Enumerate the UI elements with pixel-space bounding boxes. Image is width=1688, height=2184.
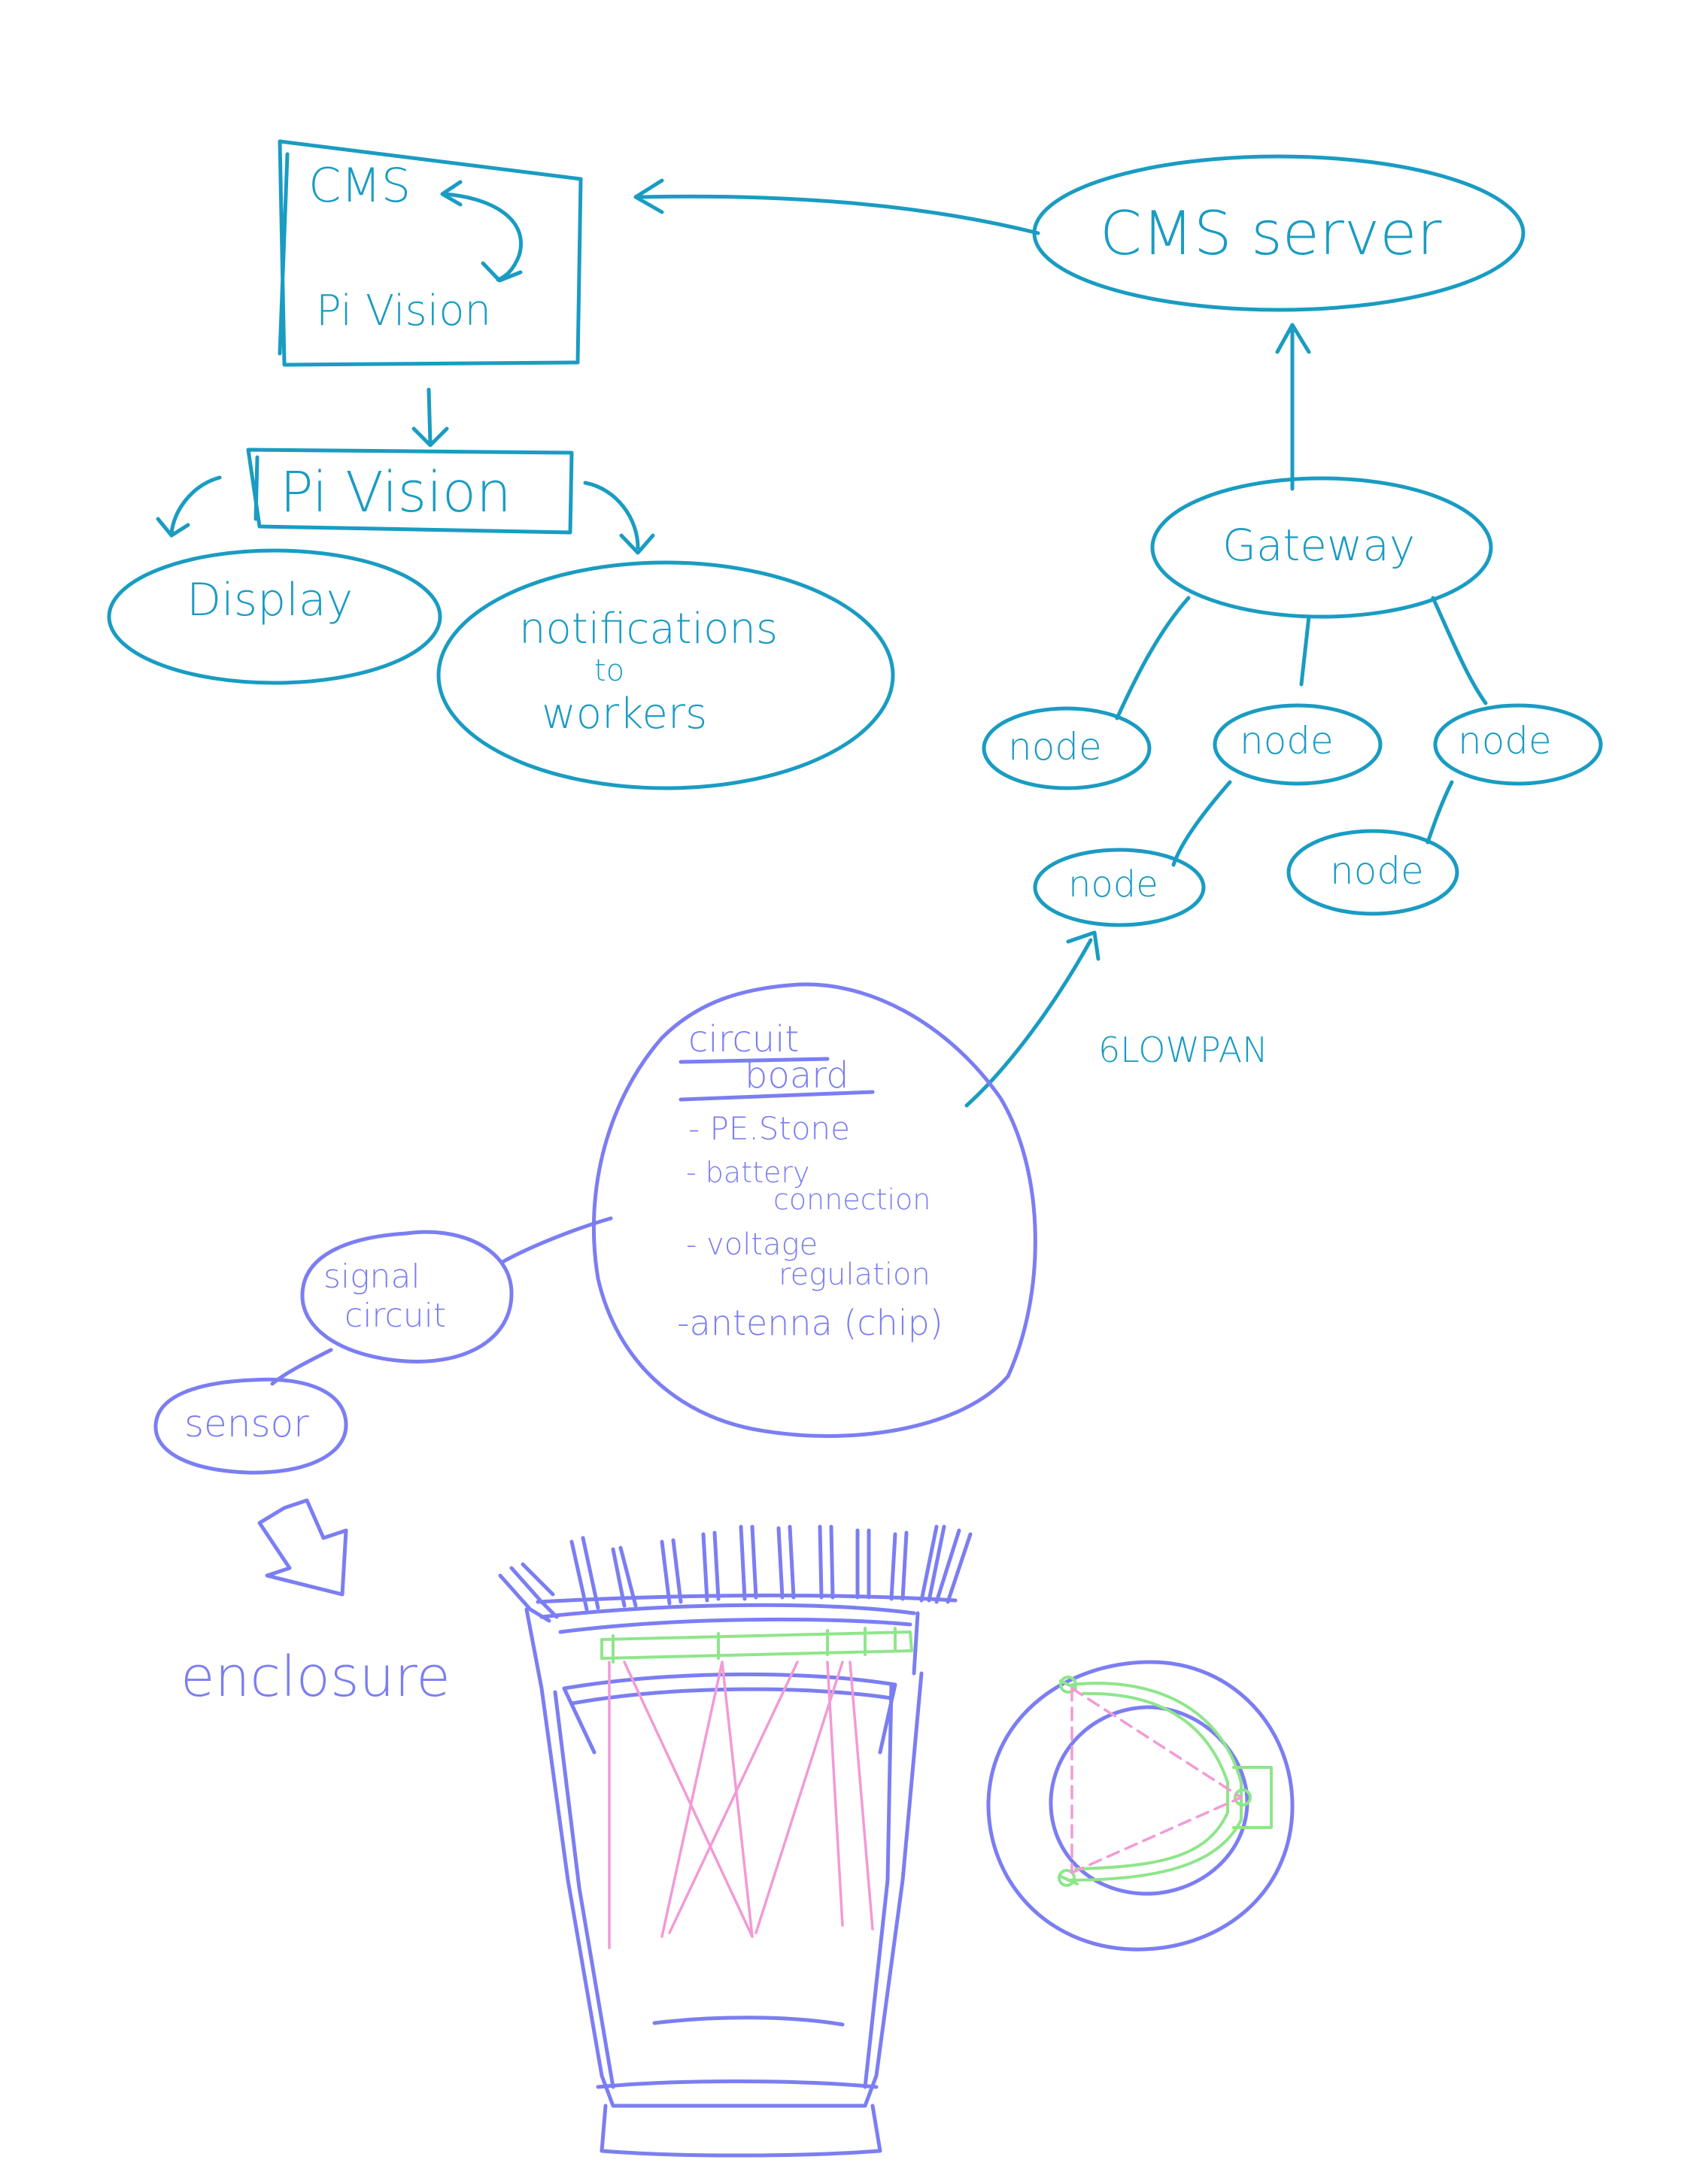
notifications-label-line3: workers [542,690,707,739]
node-2-label: node [1240,719,1334,763]
signal-label-line2: circuit [345,1297,446,1335]
trash-can-liner [562,1672,897,1755]
server-to-cms-arrow [633,178,1040,235]
gateway-ellipse [1150,476,1493,619]
circuit-title-underline2 [679,1090,875,1102]
notifications-label-line2: to [594,654,624,688]
circuit-item-1: - PE.Stone [688,1110,850,1147]
gateway-node: Gateway [1150,476,1493,619]
top-view-sensor-ring [1059,1679,1273,1885]
trash-can-base [596,2016,882,2158]
circuit-item-2-line1: - battery [686,1156,810,1189]
top-view-outer-circle [986,1660,1295,1952]
node-4-ellipse [1033,848,1206,927]
notifications-label-line1: notifications [519,605,778,654]
node-1-label: node [1008,725,1102,769]
circuit-title-underline1 [679,1057,830,1064]
cms-server-label: CMS server [1100,199,1441,268]
cms-server-ellipse [1032,154,1526,312]
gateway-label: Gateway [1222,520,1415,571]
cms-server-node: CMS server [1032,154,1526,312]
gateway-to-server-arrow [1275,323,1311,491]
signal-circuit-ellipse [300,1230,514,1363]
circuit-title-line1: circuit [688,1018,799,1060]
enclosure-arrow [257,1498,348,1597]
circuit-item-3-line2: regulation [779,1257,931,1292]
sensor-label: sensor [184,1402,309,1445]
sensor-ellipse [153,1377,348,1475]
node-1-ellipse [982,706,1152,790]
cms-loop-arrowhead-top [440,180,463,207]
circuit-item-4: -antenna (chip) [677,1303,943,1343]
trash-can-rim [524,1603,920,1691]
node-5-ellipse [1286,829,1459,916]
gateway-link-right [1431,596,1488,705]
display-label: Display [187,574,353,626]
trash-can-sensor-board [600,1627,913,1664]
cms-box-group: CMS Pi Vision [278,139,583,367]
node-1: node [982,706,1152,790]
node-3-label: node [1458,719,1552,763]
pi-vision-inner-label: Pi Vision [316,287,491,335]
notifications-ellipse [436,560,895,790]
node-2-ellipse [1213,703,1383,786]
node-4-label: node [1068,863,1158,905]
circuit-title-line2: board [745,1054,849,1097]
cms-loop-arrow [442,192,523,283]
pi-vision-box-label: Pi Vision [280,460,512,525]
signal-label-line1: signal [323,1257,420,1296]
node-3-ellipse [1433,703,1603,786]
signal-circuit-node: signal circuit [300,1230,514,1363]
enclosure-label: enclosure [181,1645,451,1709]
node-link-center-lower [1171,780,1232,867]
gateway-link-middle [1299,614,1311,687]
top-view-sensor-led-3 [1234,1788,1252,1806]
cms-to-pivision-arrow [411,387,449,447]
trash-can-fringe [498,1524,973,1623]
node-5-label: node [1330,849,1424,893]
pi-vision-box-group: Pi Vision [246,447,574,535]
top-view-inner-circle [1049,1705,1249,1896]
circuit-board-node: circuit board - PE.Stone - battery conne… [591,982,1037,1438]
cms-label: CMS [308,158,411,213]
trash-can-drawing [498,1524,973,2158]
cms-box [278,139,583,367]
pivision-to-display-arrow [156,475,222,538]
trash-can-body [539,1671,924,2108]
circuit-board-blob [591,982,1037,1438]
gateway-link-left [1115,596,1191,720]
node-4: node [1033,848,1206,927]
protocol-label: 6LOWPAN [1098,1030,1268,1070]
circuit-item-3-line1: - voltage [686,1227,818,1262]
display-ellipse [107,548,442,685]
circuit-item-2-line2: connection [773,1183,931,1216]
sensor-node: sensor [153,1377,348,1475]
node-3: node [1433,703,1603,786]
signal-to-circuit-link [500,1216,613,1264]
pivision-to-notifications-arrow [583,481,655,555]
circuit-to-node-arrow [964,930,1101,1108]
notifications-node: notifications to workers [436,560,895,790]
node-5: node [1286,829,1459,916]
top-view-sensor-beams [1070,1687,1243,1874]
node-link-right-lower [1425,780,1454,845]
top-view-sensor-led-2 [1058,1869,1076,1887]
display-node: Display [107,548,442,685]
top-view-drawing [986,1660,1295,1952]
node-2: node [1213,703,1383,786]
pi-vision-box [246,447,574,535]
trash-can-sensor-beams [608,1661,874,1949]
top-view-sensor-led-1 [1059,1676,1077,1694]
